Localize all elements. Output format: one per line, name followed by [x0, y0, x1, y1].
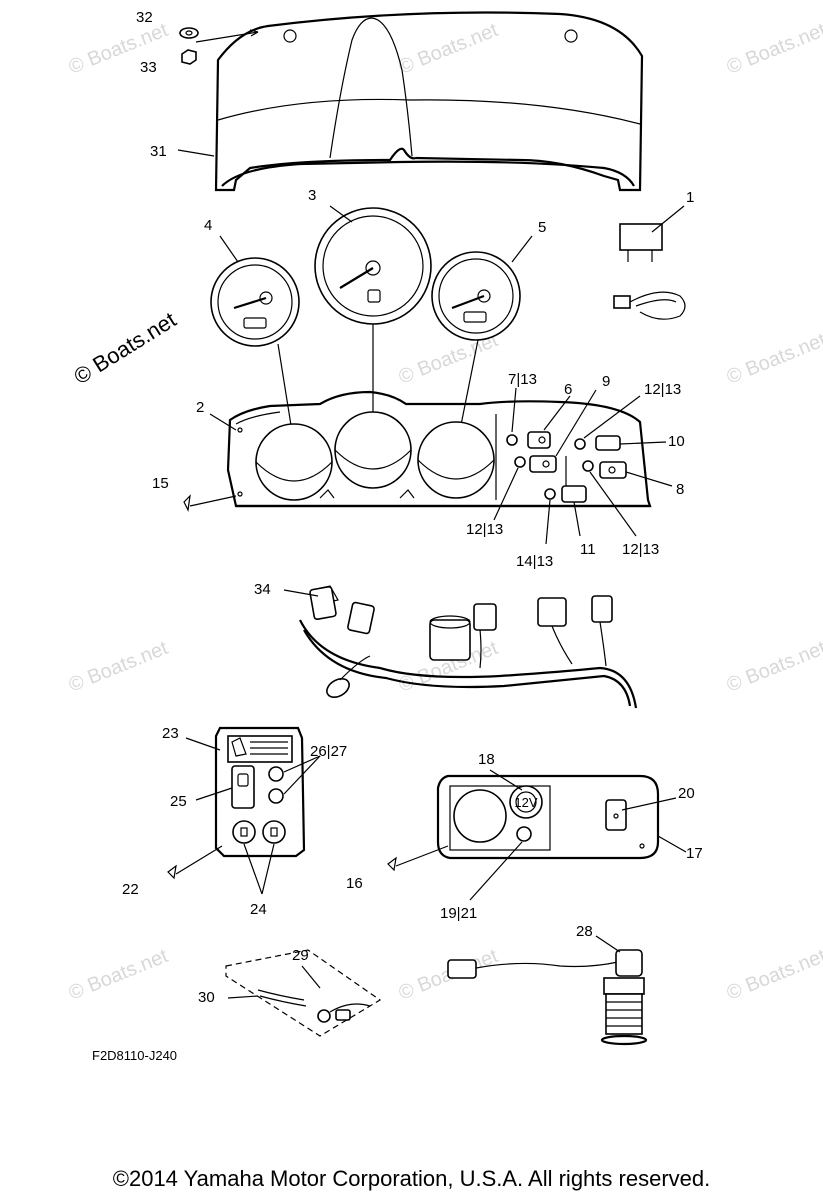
- callout-9: 9: [602, 373, 610, 390]
- callout-29: 29: [292, 947, 309, 964]
- leader-line: [189, 495, 237, 507]
- callout-32: 32: [136, 9, 153, 26]
- callout-15: 15: [152, 475, 169, 492]
- switch-11: [561, 485, 587, 503]
- nut-33: [181, 49, 197, 65]
- watermark: © Boats.net: [66, 637, 172, 697]
- callout-12-13-b: 12|13: [466, 521, 503, 538]
- callout-18: 18: [478, 751, 495, 768]
- indicator-12b: [574, 438, 586, 450]
- sensor-28: [447, 949, 648, 1046]
- callout-1: 1: [686, 189, 694, 206]
- wire-harness: [299, 585, 638, 709]
- callout-14-13: 14|13: [516, 553, 553, 570]
- callout-28: 28: [576, 923, 593, 940]
- callout-2: 2: [196, 399, 204, 416]
- watermark: © Boats.net: [66, 945, 172, 1005]
- callout-5: 5: [538, 219, 546, 236]
- tool-kit: [225, 949, 382, 1037]
- callout-26-27: 26|27: [310, 743, 347, 760]
- callout-17: 17: [686, 845, 703, 862]
- callout-19-21: 19|21: [440, 905, 477, 922]
- indicator-27: [268, 788, 284, 804]
- watermark: © Boats.net: [724, 637, 823, 697]
- callout-24: 24: [250, 901, 267, 918]
- watermark-main: © Boats.net: [69, 307, 180, 389]
- outlet-24a: [232, 820, 256, 844]
- dash-cover: [214, 11, 644, 192]
- tachometer-gauge: [210, 257, 300, 347]
- callout-8: 8: [676, 481, 684, 498]
- callout-16: 16: [346, 875, 363, 892]
- indicator-12a: [514, 456, 526, 468]
- washer-32: [179, 27, 199, 39]
- speedometer-gauge: [314, 207, 432, 325]
- callout-7-13: 7|13: [508, 371, 537, 388]
- indicator-19: [516, 826, 532, 842]
- switch-8: [599, 461, 627, 479]
- fuel-gauge: [431, 251, 521, 341]
- switch-25: [231, 765, 255, 809]
- screw-22: [167, 864, 177, 880]
- drawing-code: F2D8110-J240: [92, 1048, 177, 1063]
- leader-line: [395, 845, 449, 867]
- callout-12-13-a: 12|13: [644, 381, 681, 398]
- switch-10: [595, 435, 621, 451]
- callout-10: 10: [668, 433, 685, 450]
- callout-20: 20: [678, 785, 695, 802]
- callout-31: 31: [150, 143, 167, 160]
- callout-33: 33: [140, 59, 157, 76]
- meter-panel: [226, 390, 652, 508]
- watermark: © Boats.net: [724, 945, 823, 1005]
- callout-30: 30: [198, 989, 215, 1006]
- switch-20: [605, 799, 627, 831]
- callout-12-13-c: 12|13: [622, 541, 659, 558]
- indicator-26: [268, 766, 284, 782]
- callout-23: 23: [162, 725, 179, 742]
- leader-arrow: [249, 29, 259, 37]
- callout-34: 34: [254, 581, 271, 598]
- leader-lines: [177, 149, 687, 999]
- callout-25: 25: [170, 793, 187, 810]
- copyright-notice: ©2014 Yamaha Motor Corporation, U.S.A. A…: [112, 1166, 711, 1191]
- callouts: 32 33 31 1 3 4 5 2 7|13 6 9 12|13 10 8 1…: [122, 9, 703, 1006]
- callout-3: 3: [308, 187, 316, 204]
- outlet-24b: [262, 820, 286, 844]
- callout-11: 11: [580, 541, 596, 558]
- buzzer: [613, 223, 686, 320]
- callout-4: 4: [204, 217, 212, 234]
- switch-panel-right: 12V: [436, 774, 660, 860]
- callout-6: 6: [564, 381, 572, 398]
- leader-line: [195, 31, 259, 43]
- screw-15: [183, 494, 191, 512]
- indicator-14: [544, 488, 556, 500]
- leader-line: [175, 845, 223, 875]
- socket-18: [509, 785, 543, 819]
- watermark: © Boats.net: [724, 19, 823, 79]
- watermark: © Boats.net: [396, 19, 502, 79]
- switch-panel-left: [214, 726, 306, 858]
- screw-16: [387, 856, 397, 872]
- indicator-7: [506, 434, 518, 446]
- indicator-12c: [582, 460, 594, 472]
- socket-label: 12V: [514, 795, 537, 810]
- watermark: © Boats.net: [724, 329, 823, 389]
- callout-22: 22: [122, 881, 139, 898]
